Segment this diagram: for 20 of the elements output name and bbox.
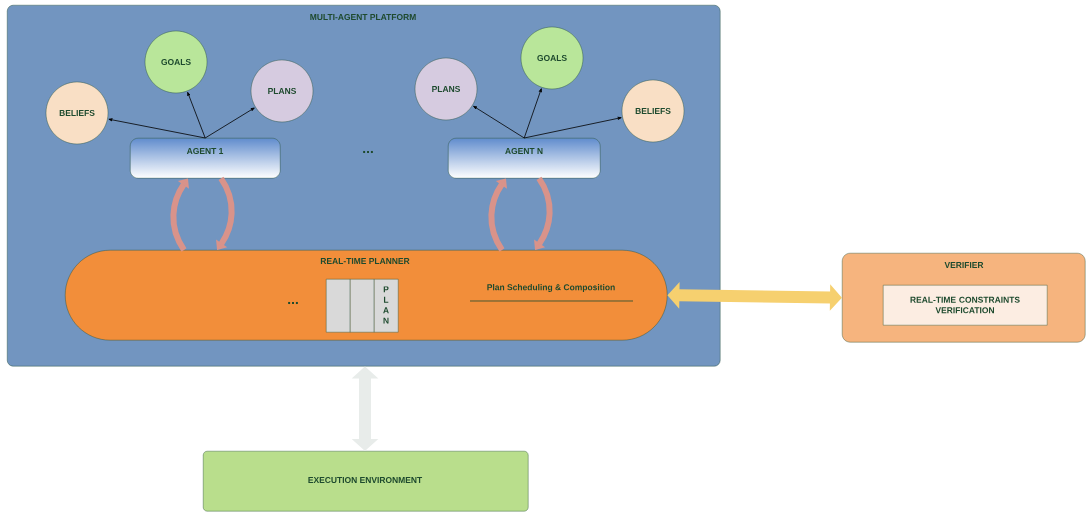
- arrow: [108, 118, 206, 139]
- arrow: [473, 105, 525, 139]
- arrow: [523, 116, 622, 139]
- plan-slot: [350, 279, 375, 333]
- curved-arrow: [488, 178, 507, 252]
- ellipsis: ...: [288, 301, 298, 305]
- block-arrow: [351, 366, 379, 451]
- arrow: [523, 88, 542, 139]
- plan-slot: [326, 279, 351, 333]
- arrow: [187, 91, 206, 139]
- arrow: [204, 107, 255, 139]
- environment-box: EXECUTION ENVIRONMENT: [203, 451, 529, 512]
- curved-arrow: [216, 176, 235, 250]
- agent-box: AGENT 1: [130, 138, 281, 179]
- curved-arrow: [534, 176, 553, 250]
- plan-slot: PLAN: [374, 279, 399, 333]
- ellipsis: ...: [363, 150, 373, 154]
- curved-arrow: [170, 178, 189, 252]
- agent-box: AGENT N: [448, 138, 601, 179]
- constraint-box: REAL-TIME CONSTRAINTS VERIFICATION: [883, 285, 1048, 326]
